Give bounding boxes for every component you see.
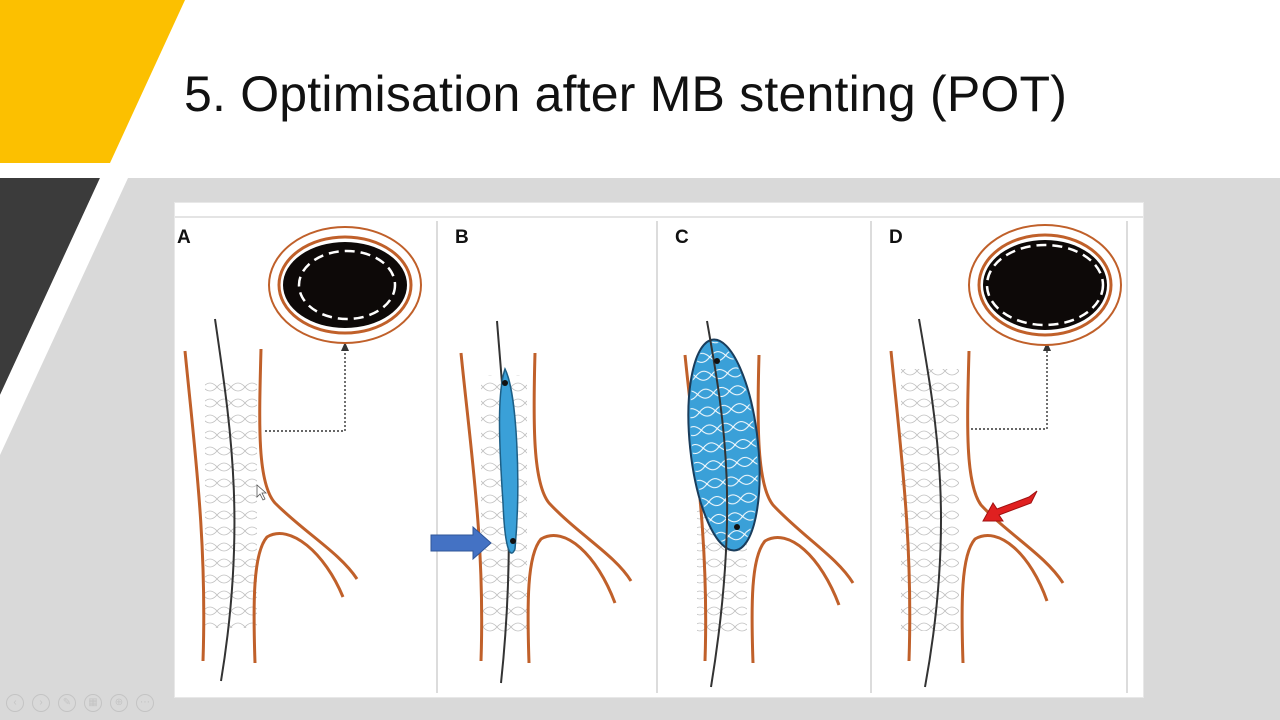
yellow-corner-shape xyxy=(0,0,185,163)
vessel-wall-right xyxy=(966,350,1065,584)
pot-illustration: A B C D xyxy=(175,216,1143,693)
leader-line xyxy=(971,349,1048,430)
prev-icon[interactable]: ‹ xyxy=(6,694,24,712)
vessel-wall-right xyxy=(756,354,855,584)
cross-section-lumen xyxy=(283,242,407,328)
panel-d xyxy=(889,224,1122,688)
white-stripe-shape xyxy=(0,178,128,455)
pot-figure: A B C D xyxy=(174,202,1144,698)
side-branch-wall xyxy=(960,534,1049,664)
side-branch-wall xyxy=(526,534,617,664)
vessel-wall-left xyxy=(183,350,206,662)
red-arrow-icon xyxy=(982,490,1038,522)
balloon-small xyxy=(498,367,519,554)
stent-mesh xyxy=(205,378,257,628)
panel-letter-c: C xyxy=(675,227,689,248)
slides-icon[interactable]: ▦ xyxy=(84,694,102,712)
balloon-marker xyxy=(714,358,720,364)
cross-section-stent xyxy=(985,243,1105,327)
slideshow-toolbar: ‹ › ✎ ▦ ⊕ ⋯ xyxy=(6,694,154,714)
panel-letter-a: A xyxy=(177,227,191,248)
more-icon[interactable]: ⋯ xyxy=(136,694,154,712)
vessel-wall-right xyxy=(258,348,359,580)
vessel-wall-left xyxy=(459,352,484,662)
vessel-wall-right xyxy=(532,352,633,582)
guidewire xyxy=(706,320,729,688)
panel-c xyxy=(683,320,855,688)
leader-line xyxy=(265,349,346,432)
panel-letter-d: D xyxy=(889,227,903,248)
slide-title: 5. Optimisation after MB stenting (POT) xyxy=(184,66,1068,122)
balloon-marker xyxy=(734,524,740,530)
pen-icon[interactable]: ✎ xyxy=(58,694,76,712)
next-icon[interactable]: › xyxy=(32,694,50,712)
panel-letter-b: B xyxy=(455,227,469,248)
slide-top-area xyxy=(0,0,1280,178)
blue-arrow-icon xyxy=(430,525,492,561)
guidewire xyxy=(918,318,943,688)
guidewire xyxy=(214,318,236,682)
mouse-cursor-icon xyxy=(256,484,268,501)
zoom-icon[interactable]: ⊕ xyxy=(110,694,128,712)
panel-a xyxy=(183,226,422,682)
side-branch-wall xyxy=(252,532,345,664)
slide-decoration xyxy=(0,0,185,455)
panel-b xyxy=(430,320,633,684)
leader-arrowhead xyxy=(341,342,349,351)
cross-section-stent xyxy=(297,249,397,321)
cross-section-lumen xyxy=(983,240,1107,330)
side-branch-wall xyxy=(750,536,841,664)
balloon-marker xyxy=(502,380,508,386)
balloon-marker xyxy=(510,538,516,544)
vessel-wall-left xyxy=(889,350,912,662)
leader-arrowhead xyxy=(1043,342,1051,351)
